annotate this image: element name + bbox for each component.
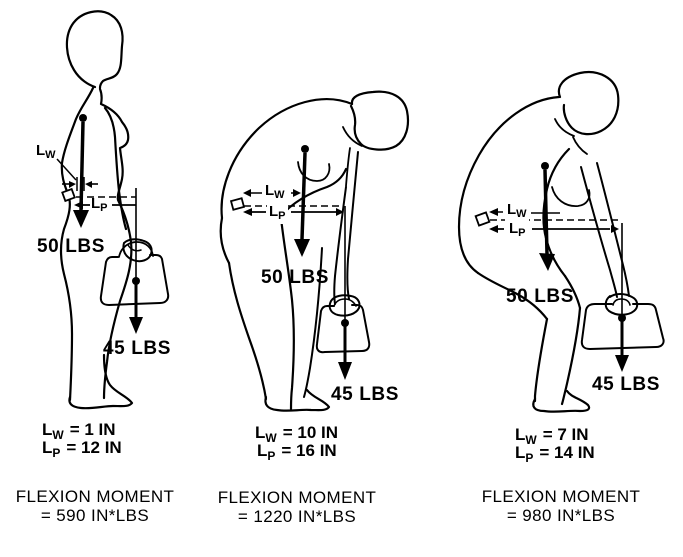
torso-front-leg-outline xyxy=(98,87,133,400)
figure-squat xyxy=(457,71,665,413)
flexion-moment-title: FLEXION MOMENT xyxy=(15,487,175,506)
lp-arrow-right-head xyxy=(611,225,619,233)
head-outline xyxy=(349,90,410,151)
body-weight-label-squat: 50 LBS xyxy=(506,286,575,307)
lw-equation-stooped: LW= 10 IN xyxy=(255,423,339,445)
figure-stooped xyxy=(219,90,410,412)
lp-equation-standing: LP= 12 IN xyxy=(42,438,122,460)
chin-line xyxy=(342,126,363,147)
disc-marker xyxy=(229,197,246,211)
front-leg-outline xyxy=(279,216,295,411)
calf-back-line xyxy=(533,317,549,403)
lw-label-squat: LW xyxy=(505,201,529,222)
neck-front-line xyxy=(345,147,351,187)
breast-curve xyxy=(297,161,331,182)
bag-handle xyxy=(118,241,154,258)
foot-outline xyxy=(68,353,134,410)
lp-label-standing: LP xyxy=(91,195,108,214)
shin-front-line xyxy=(560,306,582,406)
torso-mass-dot xyxy=(541,162,549,170)
lw-arrow-left-head xyxy=(243,189,251,197)
body-weight-label-standing: 50 LBS xyxy=(37,236,106,257)
body-weight-force-line xyxy=(543,169,549,255)
bag-mass-dot xyxy=(341,319,349,327)
lp-arrow-left-head xyxy=(489,225,498,233)
hand-outline xyxy=(328,294,361,317)
bag-mass-dot xyxy=(618,314,626,322)
body-weight-arrowhead xyxy=(294,239,310,257)
annotations-stooped xyxy=(229,145,352,380)
lw-label-stooped: LW xyxy=(263,182,287,203)
body-weight-force-line xyxy=(300,152,307,240)
lp-arrow-right-head xyxy=(336,208,344,216)
neck-line xyxy=(572,136,588,155)
lp-equation-stooped: LP= 16 IN xyxy=(257,441,337,463)
arm-front-line xyxy=(333,186,347,305)
torso-back-arc xyxy=(457,95,561,275)
load-arrowhead xyxy=(338,362,352,380)
bag-mass-dot xyxy=(132,277,140,285)
lw-equation-standing: LW= 1 IN xyxy=(42,420,116,442)
lw-arrow-left-head xyxy=(489,208,498,216)
flexion-moment-value: = 1220 IN*LBS xyxy=(237,507,357,526)
lw-equation-squat: LW= 7 IN xyxy=(515,425,589,447)
annotations-squat xyxy=(474,162,629,372)
load-weight-label-squat: 45 LBS xyxy=(592,374,661,395)
annotations-standing xyxy=(56,114,143,334)
flexion-moment-title: FLEXION MOMENT xyxy=(481,487,641,506)
torso-back-arc xyxy=(219,98,354,265)
hand-outline xyxy=(604,293,639,316)
flexion-moment-title: FLEXION MOMENT xyxy=(217,488,377,507)
back-leg-outline xyxy=(227,261,268,401)
torso-mass-dot xyxy=(301,145,309,153)
disc-marker xyxy=(474,211,491,227)
load-weight-label-standing: 45 LBS xyxy=(103,338,172,359)
chin-line xyxy=(554,118,575,137)
body-weight-force-line xyxy=(79,121,85,211)
foot-outline xyxy=(264,388,331,412)
buttock-thigh-underside xyxy=(476,271,549,321)
arm-outline xyxy=(103,106,128,231)
lw-arrow-right-head xyxy=(85,181,92,188)
torso-mass-dot xyxy=(79,114,87,122)
lp-label-stooped: LP xyxy=(267,203,288,224)
arm-front-line xyxy=(580,166,618,298)
torso-front-outline xyxy=(542,147,571,278)
lw-leader-line xyxy=(56,158,77,181)
load-arrowhead xyxy=(129,317,143,334)
flexion-moment-value: = 980 IN*LBS xyxy=(506,506,616,525)
lp-arrow-head xyxy=(74,201,83,209)
arm-back-line xyxy=(346,151,359,300)
bag-handle xyxy=(612,298,631,306)
disc-marker xyxy=(61,187,76,203)
lw-arrow-right-head xyxy=(293,189,301,197)
load-weight-label-stooped: 45 LBS xyxy=(331,384,400,405)
body-weight-arrowhead xyxy=(539,253,555,271)
breast-curve xyxy=(551,186,591,207)
hand-knuckles xyxy=(127,244,142,252)
foot-outline xyxy=(532,389,591,413)
body-weight-arrowhead xyxy=(73,210,89,228)
flexion-moment-stooped: FLEXION MOMENT = 1220 IN*LBS xyxy=(202,488,392,526)
torso-back-leg-outline xyxy=(59,86,95,402)
lw-arrow-left-head xyxy=(69,181,76,188)
flexion-moment-value: = 590 IN*LBS xyxy=(40,506,150,525)
bag-outline xyxy=(315,304,371,354)
lp-label-squat: LP xyxy=(507,220,528,241)
lw-label-standing: LW xyxy=(36,142,56,161)
far-leg-line xyxy=(303,247,323,398)
lp-equation-squat: LP= 14 IN xyxy=(515,443,595,465)
load-arrowhead xyxy=(615,355,629,372)
flexion-moment-squat: FLEXION MOMENT = 980 IN*LBS xyxy=(466,487,656,525)
lp-arrow-left-head xyxy=(243,208,252,216)
thigh-front-line xyxy=(563,274,582,310)
head-outline xyxy=(557,71,620,136)
head-outline xyxy=(65,10,124,90)
body-weight-label-stooped: 50 LBS xyxy=(261,267,330,288)
flexion-moment-standing: FLEXION MOMENT = 590 IN*LBS xyxy=(0,487,190,525)
